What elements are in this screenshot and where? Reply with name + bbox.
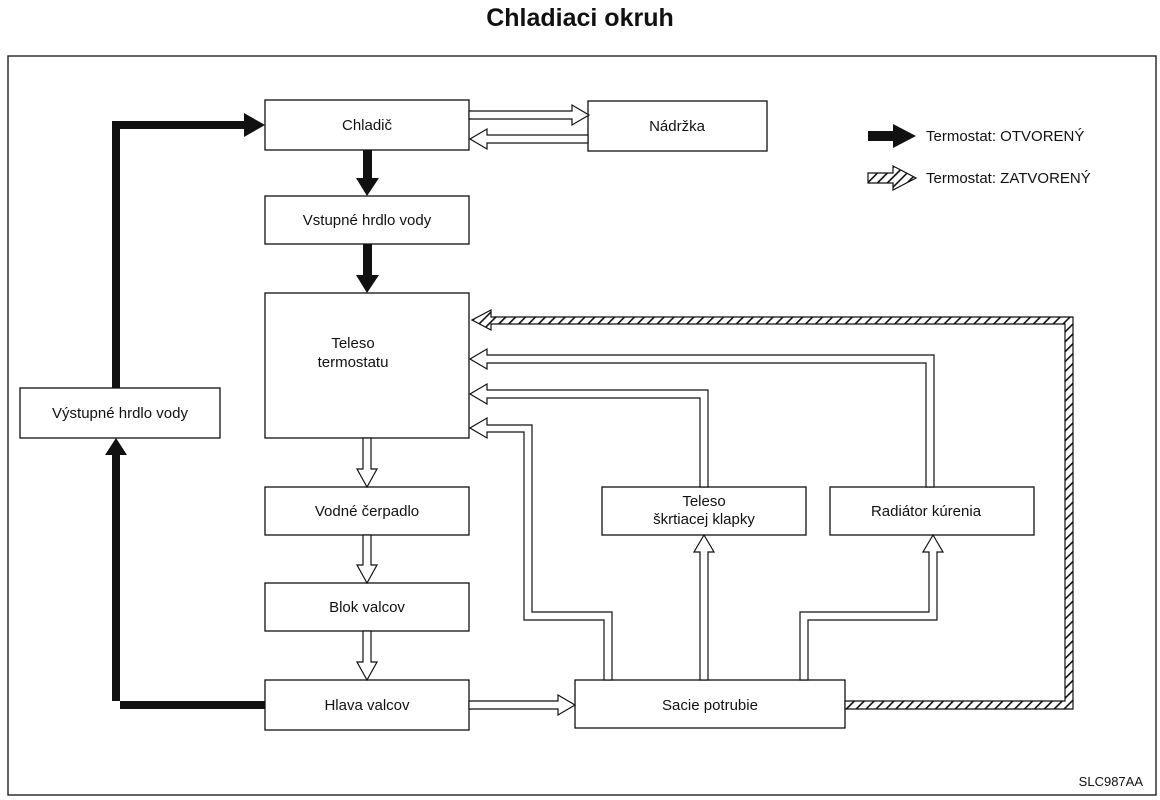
open-arrow-inlet-to-thermostat <box>356 244 379 293</box>
outlined-flows <box>355 103 945 717</box>
diagram-title: Chladiaci okruh <box>486 4 674 32</box>
box-vodne-cerpadlo: Vodné čerpadlo <box>264 486 470 536</box>
open-path <box>105 113 379 709</box>
arrow-throttle-to-thermostat <box>468 382 709 488</box>
arrow-reservoir-to-radiator <box>468 127 589 151</box>
box-vstupne-hrdlo: Vstupné hrdlo vody <box>264 195 470 245</box>
box-chladic: Chladič <box>264 99 470 151</box>
box-teleso-termostatu: Teleso termostatu <box>264 292 470 439</box>
open-arrow-outlet-to-radiator <box>112 113 265 388</box>
box-teleso-skrtiacej-label-2: škrtiacej klapky <box>653 511 755 528</box>
box-blok-valcov-label: Blok valcov <box>329 599 405 616</box>
box-vystupne-hrdlo-label: Výstupné hrdlo vody <box>52 405 188 422</box>
box-blok-valcov: Blok valcov <box>264 582 470 632</box>
arrow-pump-to-block <box>355 534 379 585</box>
box-sacie-potrubie-label: Sacie potrubie <box>662 697 758 714</box>
box-nadrzka-label: Nádržka <box>649 118 706 135</box>
legend-closed-label: Termostat: ZATVORENÝ <box>926 170 1091 187</box>
box-vystupne-hrdlo: Výstupné hrdlo vody <box>19 387 221 439</box>
open-arrow-head-to-outlet <box>105 438 265 709</box>
arrow-head-to-manifold <box>468 693 577 717</box>
legend-open-swatch <box>868 124 916 148</box>
box-radiator-kurenia-label: Radiátor kúrenia <box>871 503 982 520</box>
box-hlava-valcov: Hlava valcov <box>264 679 470 731</box>
figure-code: SLC987AA <box>1079 774 1144 789</box>
box-chladic-label: Chladič <box>342 117 393 134</box>
box-teleso-termostatu-label-1: Teleso <box>331 335 374 352</box>
box-teleso-skrtiacej-klapky: Teleso škrtiacej klapky <box>601 486 807 536</box>
box-hlava-valcov-label: Hlava valcov <box>324 697 410 714</box>
box-vstupne-hrdlo-label: Vstupné hrdlo vody <box>303 212 432 229</box>
arrow-heater-to-thermostat <box>468 347 935 488</box>
arrow-manifold-to-throttle <box>692 533 716 681</box>
arrow-radiator-to-reservoir <box>468 103 591 127</box>
closed-bypass-line <box>470 309 1074 710</box>
box-vodne-cerpadlo-label: Vodné čerpadlo <box>315 503 419 520</box>
arrow-block-to-head <box>355 630 379 682</box>
arrow-manifold-to-heater <box>799 533 945 681</box>
legend: Termostat: OTVORENÝ Termostat: ZATVORENÝ <box>867 124 1091 191</box>
arrow-manifold-to-thermostat <box>468 416 613 681</box>
legend-open-label: Termostat: OTVORENÝ <box>926 128 1084 145</box>
box-radiator-kurenia: Radiátor kúrenia <box>829 486 1035 536</box>
diagram-frame <box>7 55 1157 796</box>
legend-closed-swatch <box>867 165 918 191</box>
box-nadrzka: Nádržka <box>587 100 768 152</box>
arrow-thermostat-to-pump <box>355 437 379 489</box>
box-teleso-skrtiacej-label-1: Teleso <box>682 493 725 510</box>
open-arrow-radiator-to-inlet <box>356 150 379 196</box>
box-sacie-potrubie: Sacie potrubie <box>574 679 846 729</box>
box-teleso-termostatu-label-2: termostatu <box>318 354 389 371</box>
